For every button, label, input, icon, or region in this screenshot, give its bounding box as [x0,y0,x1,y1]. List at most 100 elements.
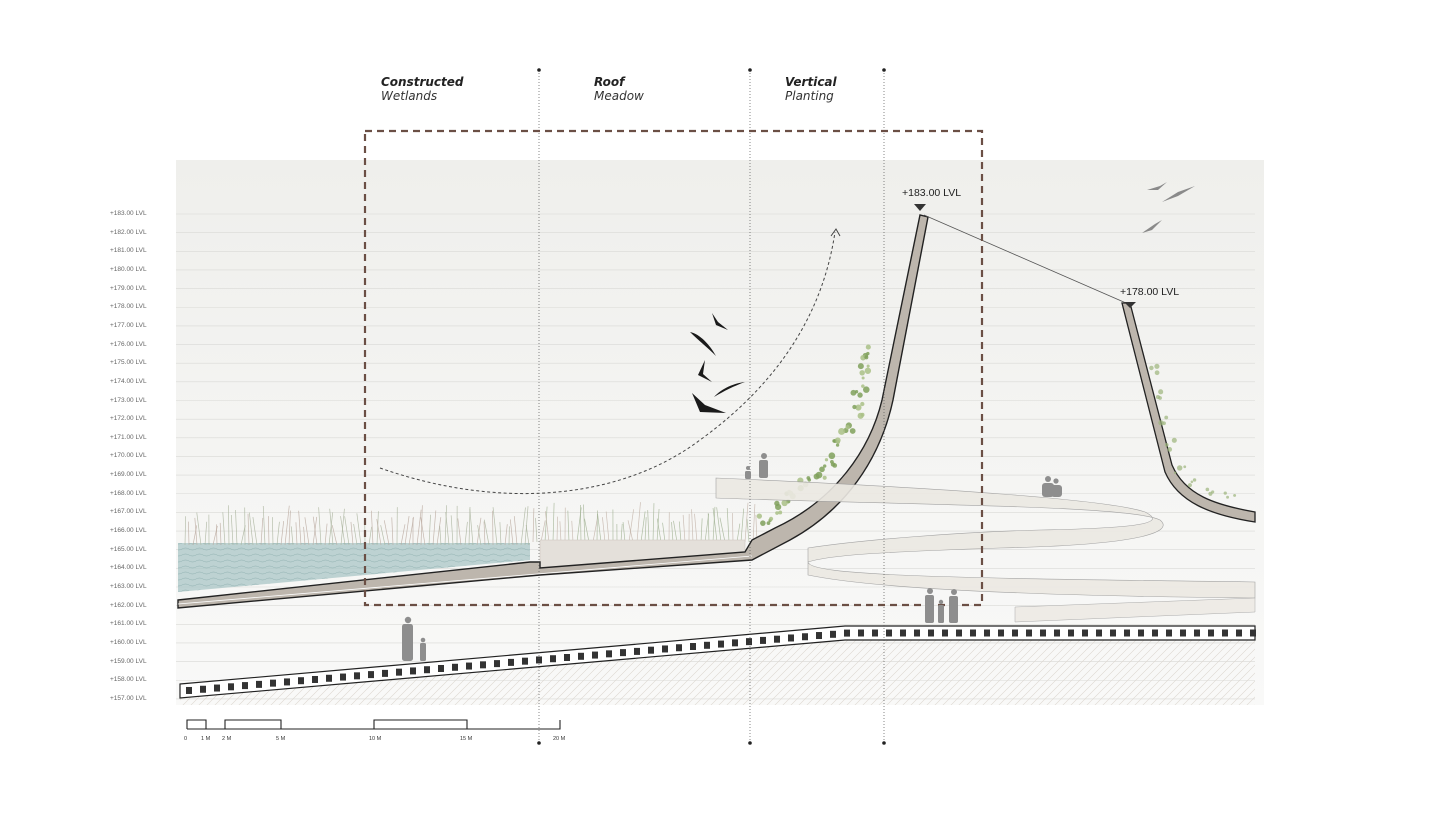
rail-sleeper [1012,630,1018,637]
rail-sleeper [942,630,948,637]
level-label: +178.00 LVL [110,303,147,310]
rail-sleeper [1236,630,1242,637]
rail-sleeper [970,630,976,637]
rail-sleeper [676,644,682,651]
rail-sleeper [1068,630,1074,637]
vine-leaf [866,352,869,355]
rail-sleeper [242,682,248,689]
vine-leaf [862,376,865,379]
rail-sleeper [228,683,234,690]
sky-backdrop [176,160,1264,705]
rail-sleeper [1152,630,1158,637]
zone-title: Constructed [381,75,464,89]
rail-sleeper [1110,630,1116,637]
zone-vertical-planting: Vertical Planting [785,75,837,103]
vine-leaf [775,511,779,515]
rail-sleeper [858,630,864,637]
rail-sleeper [522,658,528,665]
vine-leaf [769,517,773,521]
rail-sleeper [284,678,290,685]
zone-roof-meadow: Roof Meadow [594,75,644,103]
rail-sleeper [578,653,584,660]
rail-sleeper [900,630,906,637]
vine-leaf [835,437,841,443]
level-label: +170.00 LVL [110,452,147,459]
rail-sleeper [1208,630,1214,637]
rail-sleeper [1054,630,1060,637]
vine-leaf [850,428,856,434]
rail-sleeper [494,660,500,667]
rail-sleeper [424,666,430,673]
vine-leaf [859,370,864,375]
vine-leaf [1183,465,1186,468]
vine-leaf [767,521,771,525]
rail-sleeper [732,639,738,646]
rail-sleeper [718,641,724,648]
vine-leaf [1172,438,1177,443]
level-label: +180.00 LVL [110,266,147,273]
scale-label: 15 M [460,736,472,742]
level-label: +158.00 LVL [110,676,147,683]
rail-sleeper [704,642,710,649]
vine-leaf [1177,465,1182,470]
vine-leaf [1149,366,1153,370]
vine-leaf [850,390,856,396]
rail-sleeper [886,630,892,637]
rail-sleeper [606,650,612,657]
level-label: +157.00 LVL [110,695,147,702]
vine-leaf [1164,416,1168,420]
level-label: +166.00 LVL [110,527,147,534]
vine-leaf [845,425,850,430]
rail-sleeper [564,654,570,661]
rail-sleeper [1180,630,1186,637]
vine-leaf [1158,389,1163,394]
level-label: +174.00 LVL [110,378,147,385]
rail-sleeper [690,643,696,650]
level-label: +175.00 LVL [110,359,147,366]
rail-sleeper [648,647,654,654]
vine-leaf [832,439,835,442]
rail-sleeper [410,667,416,674]
vine-leaf [1208,492,1212,496]
rail-sleeper [186,687,192,694]
level-label: +182.00 LVL [110,229,147,236]
level-label: +171.00 LVL [110,434,147,441]
vine-leaf [860,402,864,406]
vine-leaf [858,413,864,419]
vine-leaf [852,405,856,409]
vine-leaf [857,392,862,397]
rail-sleeper [466,663,472,670]
vine-leaf [1206,488,1210,492]
vine-leaf [814,474,820,480]
vine-leaf [819,467,825,473]
rail-sleeper [508,659,514,666]
rail-sleeper [1082,630,1088,637]
zone-subtitle: Wetlands [381,89,464,103]
rail-sleeper [200,686,206,693]
rail-sleeper [592,652,598,659]
rail-sleeper [354,672,360,679]
vine-leaf [1156,395,1160,399]
vine-leaf [866,345,871,350]
level-label: +183.00 LVL [110,210,147,217]
zone-subtitle: Meadow [594,89,644,103]
rail-sleeper [816,632,822,639]
level-label: +176.00 LVL [110,341,147,348]
rail-sleeper [298,677,304,684]
rail-sleeper [1138,630,1144,637]
rail-sleeper [1096,630,1102,637]
scale-label: 10 M [369,736,381,742]
level-label: +167.00 LVL [110,508,147,515]
rail-sleeper [760,637,766,644]
rail-sleeper [998,630,1004,637]
rail-sleeper [872,630,878,637]
zone-title: Roof [594,75,644,89]
rail-sleeper [956,630,962,637]
rail-sleeper [452,664,458,671]
vine-leaf [1193,478,1196,481]
rail-sleeper [984,630,990,637]
rail-sleeper [914,630,920,637]
level-label: +179.00 LVL [110,285,147,292]
vine-leaf [836,443,839,446]
